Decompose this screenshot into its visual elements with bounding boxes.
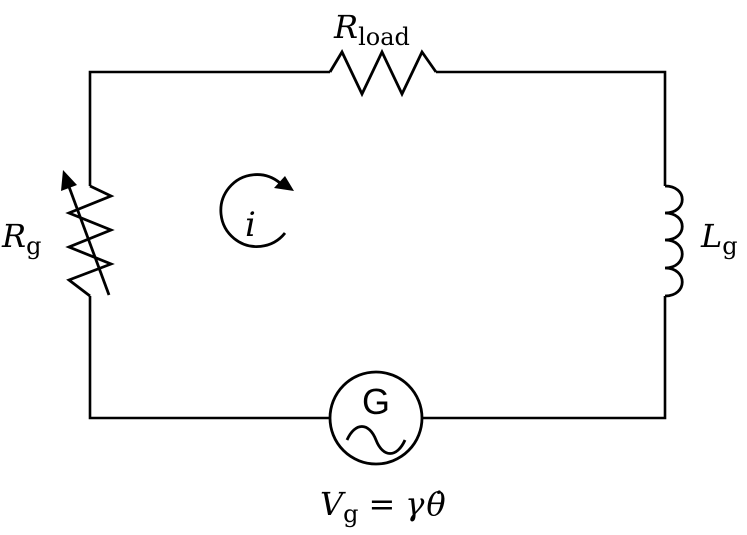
load-resistor-icon <box>328 48 438 98</box>
r-load-label: Rload <box>333 8 410 51</box>
voltage-equation: Vg=γθ̇ <box>320 485 446 528</box>
ac-generator-icon <box>328 370 424 466</box>
variable-resistor-icon <box>61 170 115 298</box>
current-label: i <box>245 205 256 245</box>
variable-arrow-head <box>61 170 77 191</box>
wire-right-lower <box>422 296 667 420</box>
wire-bottom-left <box>88 296 330 420</box>
l-g-label: Lg <box>700 217 738 260</box>
current-loop-arrow-icon <box>219 173 294 248</box>
wire-top-right <box>436 70 667 186</box>
generator-letter: G <box>362 381 390 422</box>
r-g-label: Rg <box>1 217 41 260</box>
current-arrow-head <box>274 176 294 191</box>
inductor-icon <box>664 184 684 298</box>
wire-top-left <box>88 70 330 186</box>
